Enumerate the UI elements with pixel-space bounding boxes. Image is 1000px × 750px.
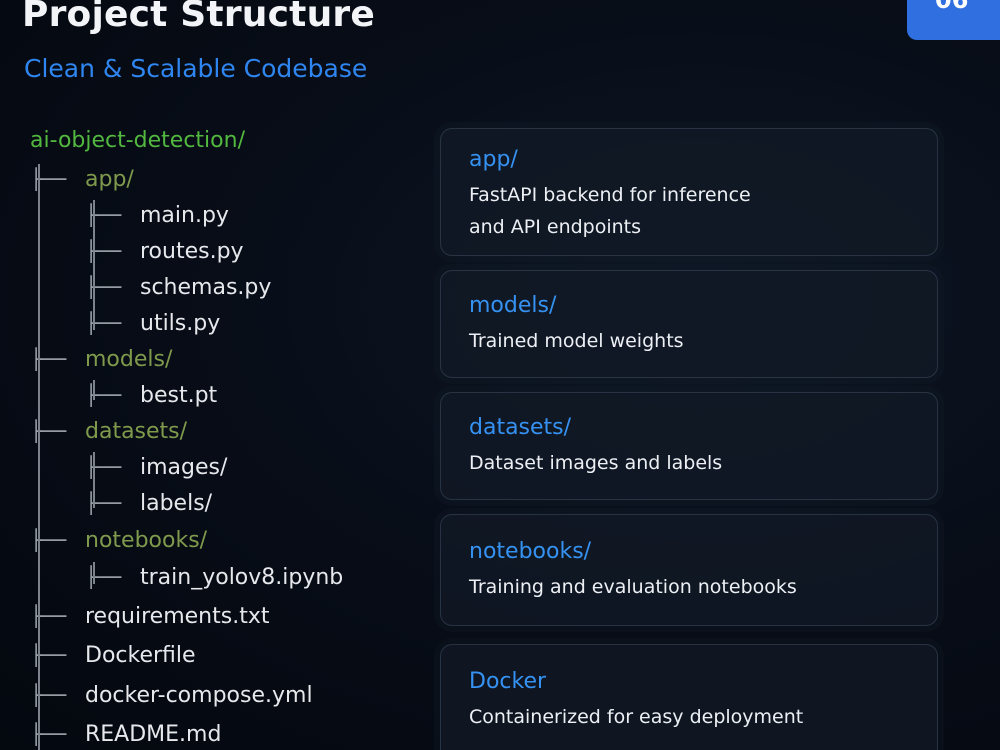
tree-guide-line <box>38 164 40 750</box>
tree-item-label: train_yolov8.ipynb <box>140 565 344 590</box>
tree-connector: ├── <box>85 455 122 479</box>
tree-guide-line <box>93 200 95 330</box>
tree-connector: ├── <box>30 683 67 707</box>
card-title: notebooks/ <box>469 539 592 564</box>
tree-item-label: README.md <box>85 722 222 747</box>
tree-root: ai-object-detection/ <box>30 128 245 153</box>
description-card: models/Trained model weights <box>440 270 938 378</box>
tree-connector: ├── <box>85 239 122 263</box>
tree-item-label: routes.py <box>140 239 244 264</box>
tree-connector: ├── <box>85 203 122 227</box>
description-card: datasets/Dataset images and labels <box>440 392 938 500</box>
tree-connector: ├── <box>30 167 67 191</box>
tree-connector: ├── <box>30 643 67 667</box>
card-description: Trained model weights <box>469 330 684 352</box>
card-title: datasets/ <box>469 415 572 440</box>
tree-item-label: schemas.py <box>140 275 272 300</box>
tree-item-label: labels/ <box>140 491 213 516</box>
tree-connector: ├── <box>30 419 67 443</box>
tree-item-label: app/ <box>85 167 134 192</box>
tree-item-label: images/ <box>140 455 228 480</box>
page-subtitle: Clean & Scalable Codebase <box>24 54 368 83</box>
card-description: and API endpoints <box>469 216 642 238</box>
card-description: Containerized for easy deployment <box>469 706 804 728</box>
tree-connector: ├── <box>30 722 67 746</box>
tree-item-label: utils.py <box>140 311 221 336</box>
tree-connector: ├── <box>85 565 122 589</box>
slide-number-badge: 06 <box>907 0 1000 40</box>
tree-connector: ├── <box>30 347 67 371</box>
tree-connector: ├── <box>85 383 122 407</box>
tree-item-label: best.pt <box>140 383 218 408</box>
description-card: notebooks/Training and evaluation notebo… <box>440 514 938 626</box>
description-card: app/FastAPI backend for inference and API… <box>440 128 938 256</box>
card-title: models/ <box>469 293 557 318</box>
card-description: Training and evaluation notebooks <box>469 576 797 598</box>
tree-connector: ├── <box>85 311 122 335</box>
tree-item-label: Dockerfile <box>85 643 196 668</box>
tree-guide-line <box>93 380 95 400</box>
tree-connector: ├── <box>85 275 122 299</box>
tree-item-label: main.py <box>140 203 229 228</box>
card-description: FastAPI backend for inference <box>469 184 751 206</box>
tree-item-label: datasets/ <box>85 419 188 444</box>
tree-connector: ├── <box>30 528 67 552</box>
card-title: Docker <box>469 669 547 694</box>
card-description: Dataset images and labels <box>469 452 723 474</box>
page-title: Project Structure <box>22 0 375 35</box>
tree-item-label: models/ <box>85 347 173 372</box>
tree-guide-line <box>93 452 95 508</box>
tree-connector: ├── <box>30 604 67 628</box>
tree-item-label: notebooks/ <box>85 528 208 553</box>
tree-item-label: docker-compose.yml <box>85 683 313 708</box>
tree-connector: ├── <box>85 491 122 515</box>
tree-item-label: requirements.txt <box>85 604 270 629</box>
tree-guide-line <box>93 562 95 584</box>
card-title: app/ <box>469 147 518 172</box>
